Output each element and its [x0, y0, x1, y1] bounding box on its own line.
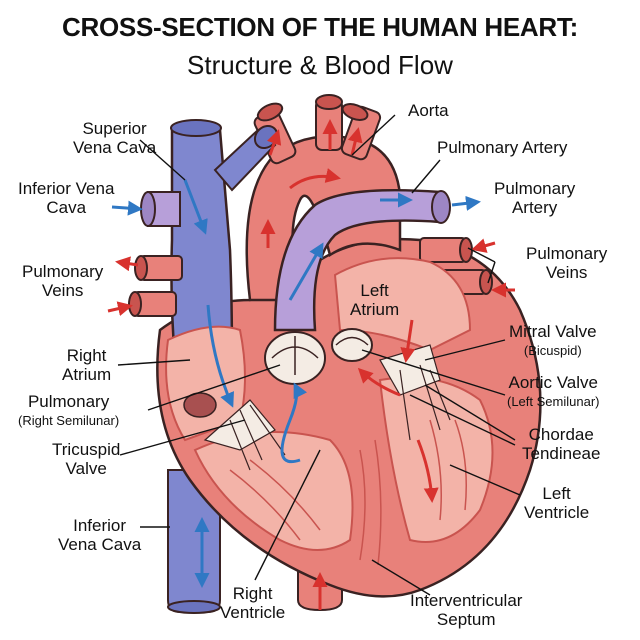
label-line: Pulmonary [27, 392, 110, 411]
label-line: Tricuspid [52, 440, 121, 459]
label-line: Tendineae [522, 444, 601, 463]
label-tricuspid-valve: Tricuspid Valve [52, 440, 120, 478]
leader-lines [117, 114, 521, 596]
aortic-valve-shape [331, 328, 373, 362]
label-line: Mitral Valve [509, 322, 597, 341]
label-line: (Bicuspid) [523, 343, 582, 358]
label-chordae-tendineae: Chordae Tendineae [522, 425, 600, 463]
label-line: Veins [545, 263, 588, 282]
label-line: (Left Semilunar) [507, 394, 600, 409]
label-left-ventricle: Left Ventricle [524, 484, 589, 522]
label-aorta: Aorta [408, 101, 449, 120]
label-line: Valve [65, 459, 107, 478]
pulmonary-valve-shape [264, 331, 326, 385]
label-line: Left [360, 281, 389, 300]
tricuspid-valve-shape [203, 399, 286, 471]
label-line: Interventricular [410, 591, 523, 610]
label-line: Artery [511, 198, 558, 217]
label-line: Right [66, 346, 107, 365]
label-line: (Right Semilunar) [18, 413, 120, 428]
right-pulmonary-veins [419, 237, 493, 295]
label-line: Aortic Valve [508, 373, 598, 392]
label-pulmonary-valve: Pulmonary (Right Semilunar) [18, 392, 119, 430]
label-pulmonary-artery-right: Pulmonary Artery [494, 179, 575, 217]
diagram-title: CROSS-SECTION OF THE HUMAN HEART: [62, 12, 578, 42]
label-right-atrium: Right Atrium [62, 346, 111, 384]
label-line: Vena Cava [58, 535, 142, 554]
label-line: Inferior Vena [18, 179, 115, 198]
diagram-subtitle: Structure & Blood Flow [187, 50, 453, 80]
label-line: Ventricle [220, 603, 286, 622]
label-line: Veins [41, 281, 84, 300]
label-interventricular-septum: Interventricular Septum [410, 591, 522, 629]
left-ventricle-chamber [378, 376, 494, 543]
label-right-ventricle: Right Ventricle [220, 584, 285, 622]
label-line: Chordae [528, 425, 594, 444]
label-line: Left [542, 484, 571, 503]
label-inferior-vena-cava-top: Inferior Vena Cava [18, 179, 114, 217]
label-aortic-valve: Aortic Valve (Left Semilunar) [507, 373, 599, 411]
left-atrium-chamber [333, 257, 472, 352]
label-line: Pulmonary [526, 244, 608, 263]
label-left-atrium: Left Atrium [350, 281, 399, 319]
label-inferior-vena-cava-bottom: Inferior Vena Cava [58, 516, 141, 554]
label-line: Pulmonary [494, 179, 576, 198]
label-mitral-valve: Mitral Valve (Bicuspid) [509, 322, 597, 360]
label-line: Superior [82, 119, 147, 138]
label-line: Septum [436, 610, 496, 629]
label-line: Ventricle [524, 503, 590, 522]
label-line: Pulmonary [22, 262, 104, 281]
label-superior-vena-cava: Superior Vena Cava [73, 119, 156, 157]
label-pulmonary-veins-left: Pulmonary Veins [22, 262, 103, 300]
label-line: Right [232, 584, 273, 603]
red-flow-arrows [107, 119, 515, 610]
label-line: Inferior [73, 516, 127, 535]
label-pulmonary-artery-top: Pulmonary Artery [437, 138, 568, 157]
left-pulmonary-veins [128, 255, 183, 317]
blue-flow-arrows [111, 179, 481, 588]
label-line: Atrium [350, 300, 400, 319]
label-line: Cava [46, 198, 87, 217]
label-line: Atrium [62, 365, 112, 384]
label-line: Vena Cava [73, 138, 157, 157]
label-pulmonary-veins-right: Pulmonary Veins [526, 244, 607, 282]
muscle-striations [229, 419, 467, 566]
